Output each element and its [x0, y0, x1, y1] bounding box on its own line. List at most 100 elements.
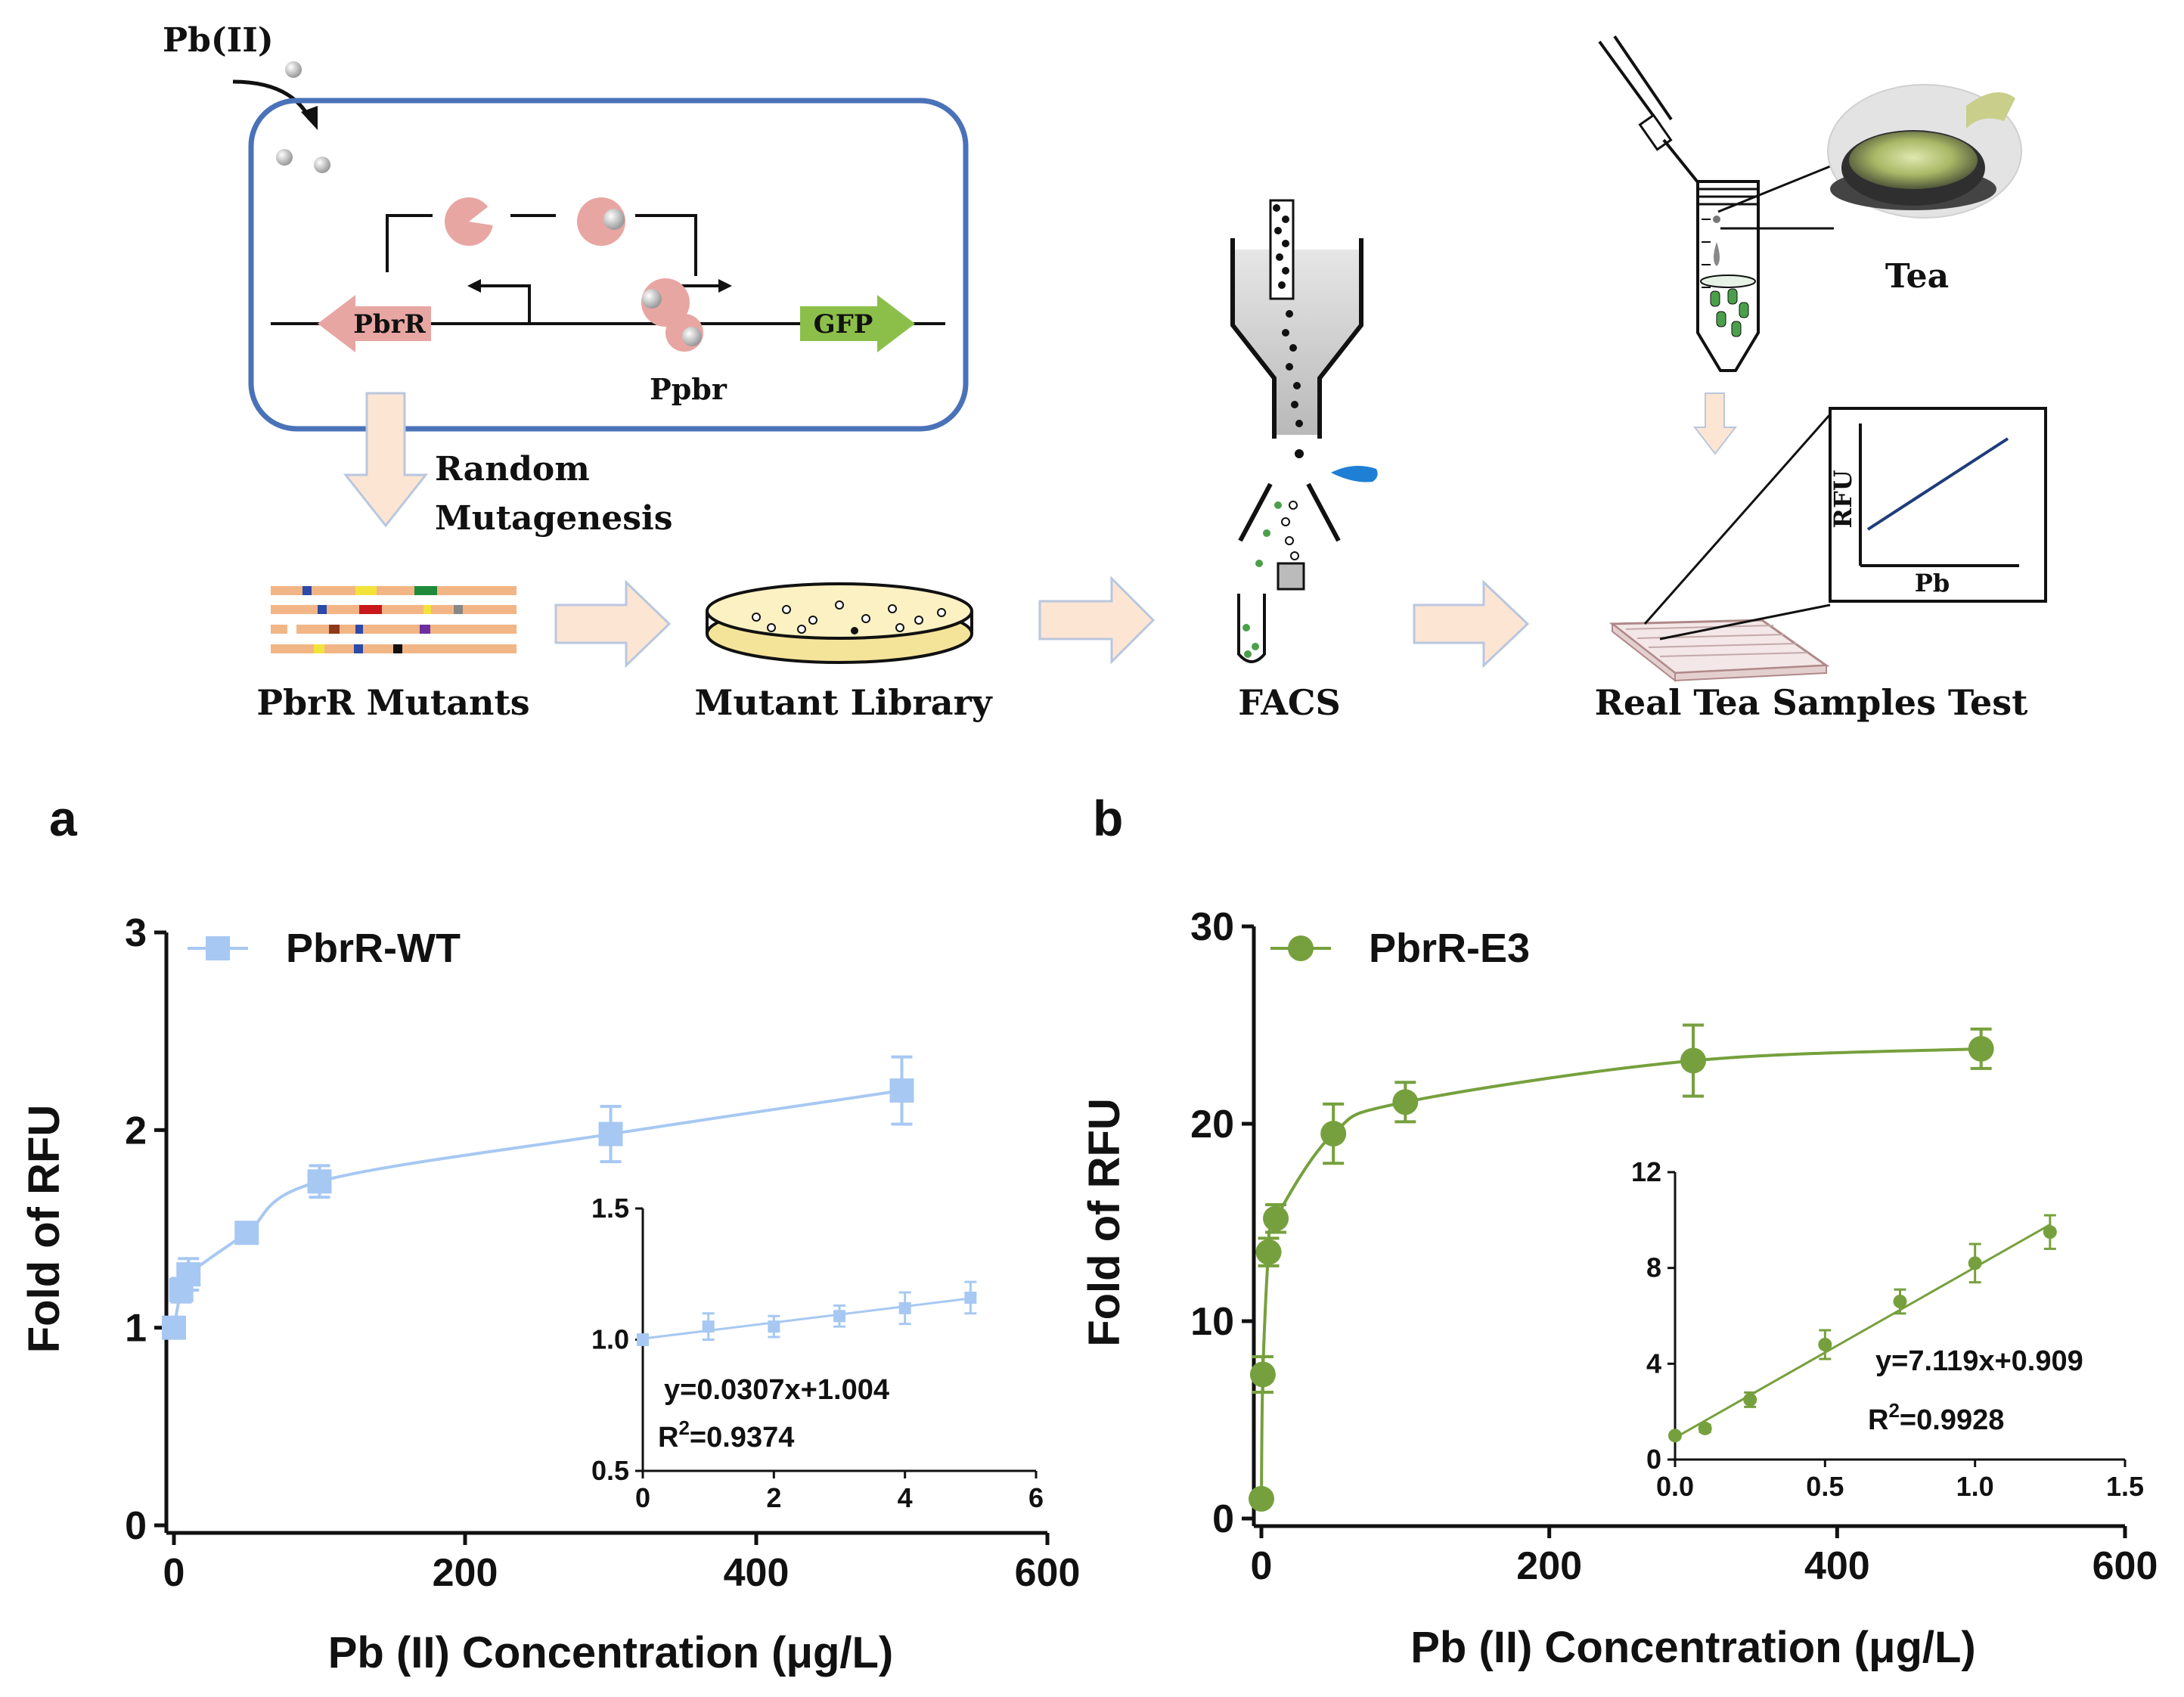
x-tick-label: 0: [163, 1551, 185, 1595]
y-tick-label: 3: [125, 911, 147, 955]
inset-fit-line: [642, 1297, 971, 1340]
data-point: [889, 1078, 914, 1103]
tea-test-label: Real Tea Samples Test: [1595, 682, 2028, 723]
x-axis-label: Pb (II) Concentration (μg/L): [1410, 1623, 1976, 1672]
data-point: [1249, 1361, 1276, 1388]
panel-label-b: b: [1093, 790, 1123, 846]
pbrr-mutants-illustration: [271, 586, 517, 653]
inset-y-tick-label: 1.0: [591, 1324, 629, 1355]
x-axis-label: Pb (II) Concentration (μg/L): [328, 1628, 894, 1677]
inset-data-point: [898, 1301, 911, 1314]
data-point: [162, 1315, 186, 1340]
inset-x-tick-label: 1.5: [2106, 1471, 2144, 1502]
inset-data-point: [1818, 1338, 1832, 1351]
r-squared-superscript: 2: [678, 1416, 689, 1439]
zoom-line: [1659, 603, 1831, 641]
y-tick-label: 1: [125, 1307, 147, 1351]
flow-arrow: [554, 579, 672, 669]
flow-arrow: [1413, 579, 1530, 669]
inset-r-squared: R2=0.9374: [658, 1416, 794, 1453]
gfp-gene: [800, 295, 915, 352]
flow-arrow-small: [1692, 392, 1738, 455]
inset-x-tick-label: 0: [635, 1482, 650, 1513]
mutagenesis-label-line2: Mutagenesis: [435, 499, 673, 538]
inset-x-tick-label: 1.0: [1956, 1471, 1994, 1502]
inset-y-tick-label: 1.5: [591, 1193, 629, 1224]
inset-y-tick-label: 0: [1646, 1444, 1661, 1475]
legend-marker: [206, 936, 230, 960]
inset-x-tick-label: 0.0: [1656, 1471, 1694, 1502]
x-tick-label: 600: [1015, 1551, 1081, 1595]
pbrr-promoter-arrowhead: [467, 279, 481, 293]
data-point: [1320, 1121, 1347, 1147]
data-point: [234, 1221, 259, 1246]
pbrr-gene-label: PbrR: [353, 309, 426, 340]
pb-ion: [314, 157, 330, 173]
inset-data-point: [1743, 1392, 1757, 1407]
r-squared-prefix: R: [658, 1422, 678, 1453]
inset-x-tick-label: 2: [766, 1482, 781, 1513]
fit-curve: [172, 1089, 902, 1329]
inset-y-tick-label: 8: [1646, 1252, 1661, 1283]
well-plate: [1609, 619, 1830, 683]
inset-xlabel: Pb: [1915, 569, 1950, 597]
mutagenesis-label-line1: Random: [435, 450, 590, 489]
data-point: [1263, 1205, 1289, 1232]
tea-cup-photo: [1827, 84, 2022, 219]
inset-x-tick-label: 4: [898, 1482, 913, 1513]
pb-label: Pb(II): [163, 21, 274, 60]
data-point: [1249, 1485, 1274, 1512]
inset-x-tick-label: 6: [1028, 1482, 1044, 1513]
x-tick-label: 200: [1516, 1544, 1582, 1588]
regulation-bracket: [386, 214, 433, 272]
inset-equation: y=0.0307x+1.004: [664, 1374, 889, 1406]
inset-r-squared: R2=0.9928: [1868, 1399, 2004, 1436]
gfp-gene-label: GFP: [814, 309, 873, 340]
x-tick-label: 200: [433, 1551, 498, 1595]
pb-entry-arrowhead: [301, 106, 318, 130]
x-tick-label: 400: [724, 1551, 790, 1595]
inset-data-point: [1668, 1429, 1682, 1443]
inset-fit-line: [1674, 1224, 2051, 1439]
y-axis-label: Fold of RFU: [1080, 1098, 1129, 1347]
chart-a: 0 200 400 600 0 1 2 3 Pb (II) Concentration (μg/…: [20, 911, 1080, 1677]
inset-equation: y=7.119x+0.909: [1875, 1345, 2083, 1377]
data-point: [307, 1169, 332, 1194]
data-point: [1968, 1035, 1994, 1062]
inset-data-point: [702, 1320, 715, 1333]
petri-dish: [706, 582, 973, 664]
inset-data-point: [637, 1333, 649, 1346]
pbrr-protein-bound: [577, 197, 625, 246]
facs-illustration: [1230, 199, 1378, 663]
inset-data-point: [964, 1291, 977, 1304]
mutant-library-label: Mutant Library: [694, 682, 992, 723]
pb-ion: [276, 149, 293, 166]
data-point: [176, 1262, 201, 1287]
inset-data-point: [1968, 1256, 1982, 1270]
inset-data-point: [1698, 1421, 1712, 1435]
x-tick-label: 400: [1804, 1544, 1870, 1588]
sample-tube: [1598, 35, 1834, 372]
y-tick-label: 2: [125, 1109, 147, 1153]
y-tick-label: 20: [1190, 1103, 1234, 1146]
inset-ylabel: RFU: [1829, 470, 1857, 528]
ppbr-label: Ppbr: [650, 372, 727, 406]
legend-label: PbrR-E3: [1369, 926, 1530, 971]
inset-data-point: [833, 1310, 845, 1323]
data-point: [1680, 1047, 1706, 1074]
r-squared-superscript: 2: [1888, 1399, 1899, 1422]
inset-data-point: [2043, 1225, 2057, 1239]
facs-label: FACS: [1238, 682, 1340, 723]
r-squared-value: =0.9928: [1900, 1404, 2004, 1436]
x-tick-label: 0: [1251, 1544, 1273, 1588]
mutagenesis-arrow: [343, 392, 429, 528]
calibration-inset: RFU Pb: [1829, 407, 2047, 603]
data-point: [1255, 1239, 1282, 1265]
y-axis-label: Fold of RFU: [20, 1105, 69, 1354]
inset-data-point: [768, 1320, 780, 1333]
inset-data-point: [1893, 1295, 1907, 1308]
